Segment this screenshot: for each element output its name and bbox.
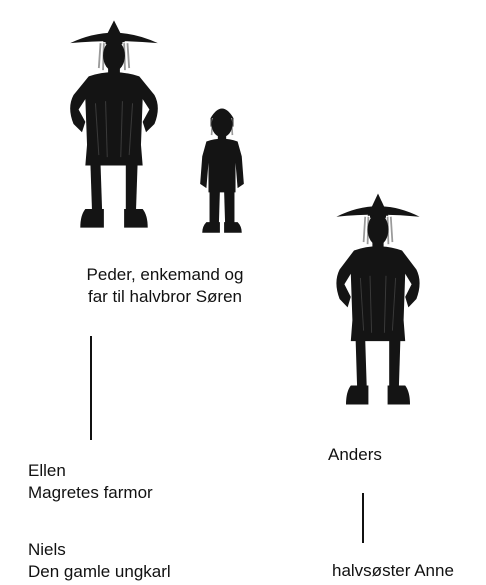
- anne-label-line1: halvsøster Anne: [332, 561, 454, 580]
- peder-figure-icon: [55, 10, 173, 238]
- niels-label-line1: Niels: [28, 540, 66, 559]
- peder-ellen-connector: [90, 336, 92, 440]
- anders-figure-icon: [322, 183, 434, 415]
- anders-anne-connector: [362, 493, 364, 543]
- anders-label-line1: Anders: [328, 445, 382, 464]
- anders-label: Anders: [328, 444, 382, 466]
- niels-label: Niels Den gamle ungkarl: [28, 539, 171, 583]
- peder-label-line2: far til halvbror Søren: [88, 287, 242, 306]
- ellen-label-line1: Ellen: [28, 461, 66, 480]
- soren-figure-icon: [196, 99, 248, 237]
- niels-label-line2: Den gamle ungkarl: [28, 562, 171, 581]
- peder-label: Peder, enkemand og far til halvbror Søre…: [40, 264, 290, 308]
- ellen-label: Ellen Magretes farmor: [28, 460, 153, 504]
- ellen-label-line2: Magretes farmor: [28, 483, 153, 502]
- anne-label: halvsøster Anne: [332, 560, 454, 582]
- peder-label-line1: Peder, enkemand og: [86, 265, 244, 284]
